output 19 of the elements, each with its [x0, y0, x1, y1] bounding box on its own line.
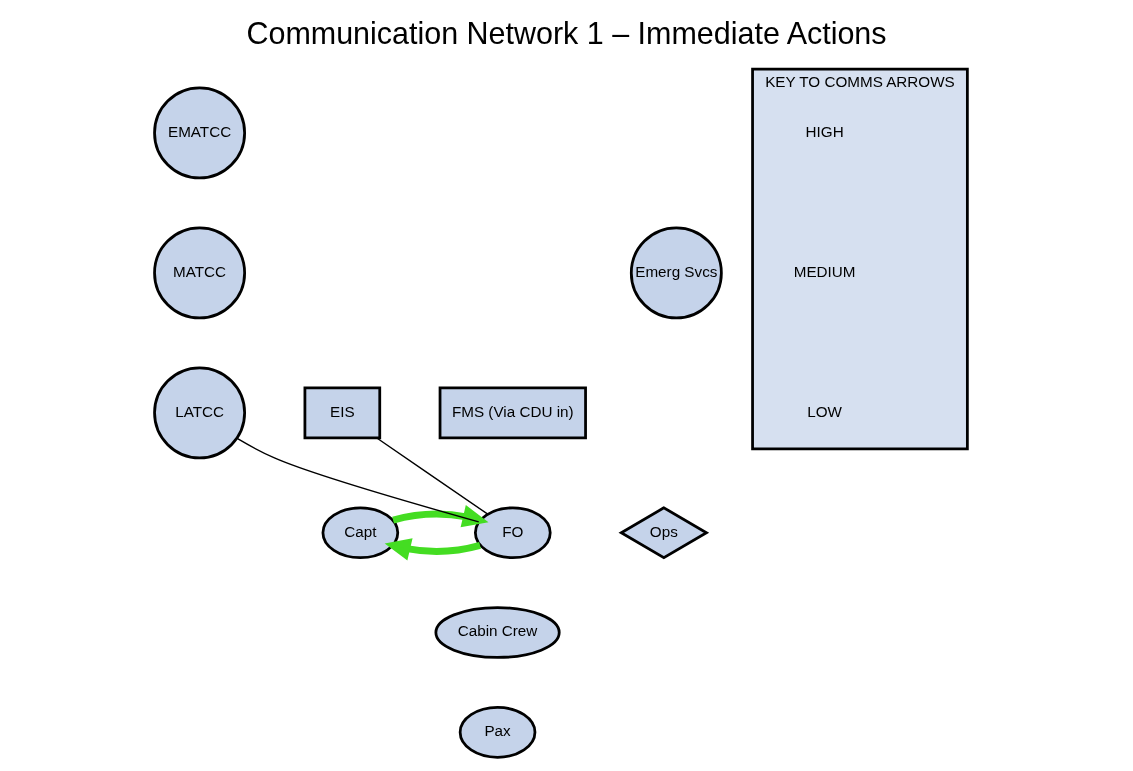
node-box: EIS [303, 386, 382, 440]
legend-label: LOW [807, 402, 842, 420]
node-circle: MATCC [153, 226, 246, 320]
node-circle: EMATCC [153, 86, 246, 180]
node-ellipse: FO [474, 506, 552, 560]
node-ellipse: Capt [321, 506, 400, 560]
node-box: FMS (Via CDU in) [438, 386, 587, 440]
node-ellipse: Pax [458, 706, 537, 759]
connector [236, 437, 480, 523]
node-circle: Emerg Svcs [629, 226, 723, 320]
node-diamond: Ops [618, 506, 710, 560]
connector [376, 437, 489, 515]
legend-label: MEDIUM [793, 262, 856, 280]
arrow [392, 505, 489, 528]
arrow [384, 538, 481, 561]
legend-label: HIGH [805, 122, 844, 140]
node-circle: LATCC [153, 366, 246, 460]
diagram-title: Communication Network 1 – Immediate Actions [246, 15, 887, 50]
node-ellipse: Cabin Crew [434, 606, 561, 659]
